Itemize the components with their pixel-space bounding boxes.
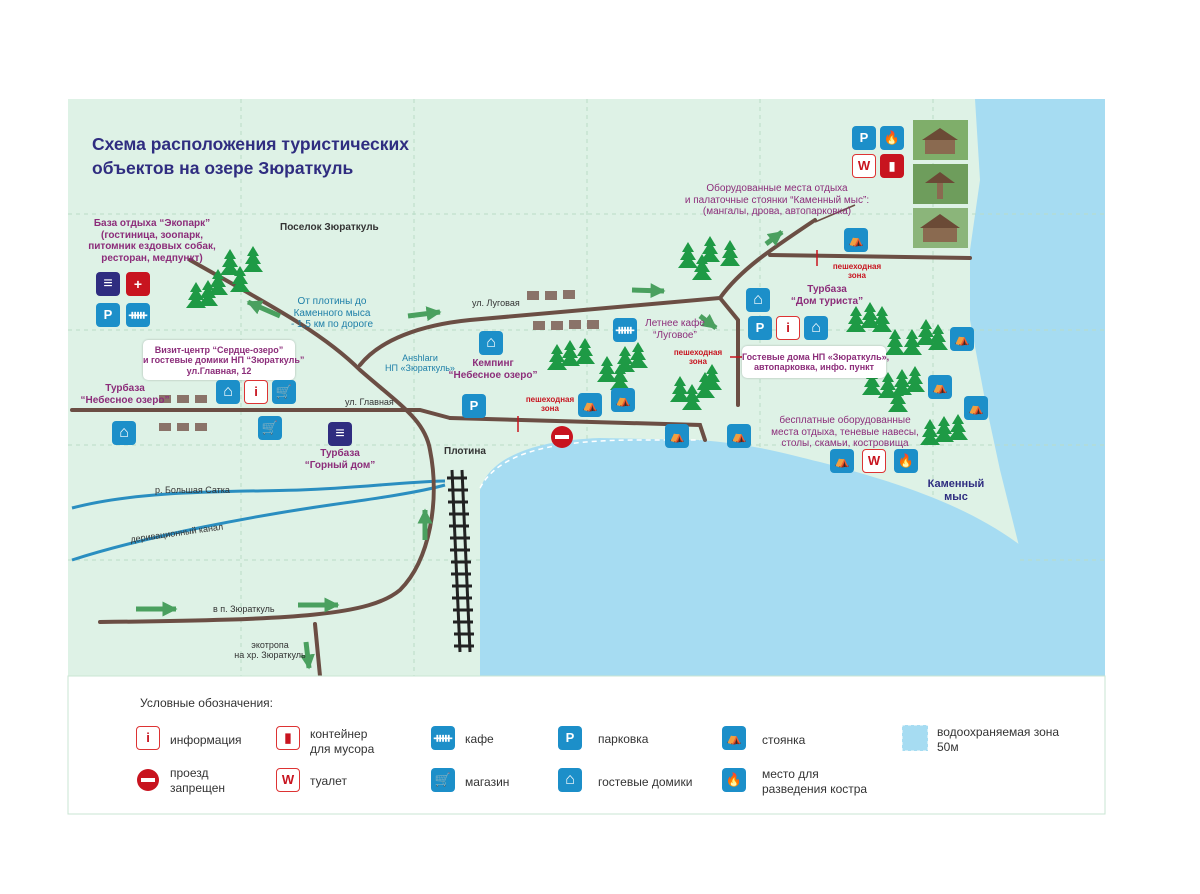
distance-note: От плотины до Каменного мыса - 1,5 км по… [290,296,374,330]
medical-cross-icon[interactable]: + [126,272,150,296]
turbaza-nebo-label: Турбаза “Небесное озеро” [80,383,170,406]
toilet-icon[interactable]: W [862,449,886,473]
direction-arrows [136,230,784,670]
campsite-icon[interactable]: ⛺ [844,228,868,252]
turbaza-dom-label: Турбаза “Дом туриста” [790,284,864,307]
derivation-canal [71,483,446,562]
turbaza-gorny-label: Турбаза “Горный дом” [304,448,376,471]
legend-water-zone-swatch [901,724,929,752]
guest-houses-label: Гостевые дома НП «Зюраткуль», автопарков… [742,352,890,373]
toilet-icon[interactable]: W [852,154,876,178]
kamenny-rest-label: Оборудованные места отдыха и палаточные … [684,183,870,217]
campsite-icon[interactable]: ⛺ [665,424,689,448]
pedestrian-zone-label: пешеходная зона [673,348,723,367]
legend-toilet-label: туалет [310,774,347,788]
campsite-icon[interactable]: ⛺ [928,375,952,399]
campsite-icon[interactable]: ⛺ [578,393,602,417]
legend-no-entry-label: проезд запрещен [170,766,226,795]
no-entry-icon[interactable] [551,426,573,448]
guest-house-icon[interactable]: ⌂ [216,380,240,404]
river-bolshaya-satka [71,479,446,510]
legend-no-entry-icon [137,769,159,791]
legend-guest-label: гостевые домики [598,775,693,789]
cafe-icon[interactable]: ᚔ [613,318,637,342]
letnee-cafe-label: Летнее кафе “Луговое” [645,318,705,341]
dam-label: Плотина [444,446,486,457]
hotel-icon[interactable]: ≡ [96,272,120,296]
legend-water-zone-label: водоохраняемая зона 50м [937,725,1060,754]
campsite-icon[interactable]: ⛺ [727,424,751,448]
to-village-label: в п. Зюраткуль [213,604,275,614]
visit-center-label: Визит-центр “Сердце-озеро” и гостевые до… [143,345,305,376]
info-icon[interactable]: i [244,380,268,404]
hotel-icon[interactable]: ≡ [328,422,352,446]
campsite-icon[interactable]: ⛺ [964,396,988,420]
info-icon[interactable]: i [776,316,800,340]
legend-fire-label: место для разведения костра [762,767,868,796]
guest-house-icon[interactable]: ⌂ [804,316,828,340]
legend-shop-label: магазин [465,775,510,789]
kamenny-mys-label: Каменный мыс [927,478,985,503]
campsite-icon[interactable]: ⛺ [611,388,635,412]
legend-info-icon: i [136,726,160,750]
dam [447,469,474,653]
buildings [159,290,599,431]
legend-parking-icon: P [558,726,582,750]
guest-house-icon[interactable]: ⌂ [479,331,503,355]
campsite-icon[interactable]: ⛺ [830,449,854,473]
pedestrian-zone-label: пешеходная зона [525,395,575,414]
parking-icon[interactable]: P [96,303,120,327]
guest-house-icon[interactable]: ⌂ [746,288,770,312]
river-satka-label: р. Большая Сатка [155,485,230,495]
legend-cafe-icon: ᚔ [431,726,455,750]
visit-center-box [143,340,295,380]
parking-icon[interactable]: P [852,126,876,150]
campsite-icon[interactable]: ⛺ [950,327,974,351]
shop-icon[interactable]: 🛒 [272,380,296,404]
legend-trash-icon: ▮ [276,726,300,750]
legend-frame [67,675,1106,815]
cafe-icon[interactable]: ᚔ [126,303,150,327]
map-title: Схема расположения туристических объекто… [92,134,410,178]
legend-toilet-icon: W [276,768,300,792]
legend-stoyanka-label: стоянка [762,733,806,747]
legend-guest-house-icon: ⌂ [558,768,582,792]
legend-container-label: контейнер для мусора [310,727,375,756]
photo-thumbnails [913,120,968,248]
legend-info-label: информация [170,733,242,747]
trash-container-icon[interactable]: ▮ [880,154,904,178]
street-glavnaya: ул. Главная [345,397,394,407]
pedestrian-zone-label: пешеходная зона [832,262,882,281]
legend-campsite-icon: ⛺ [722,726,746,750]
shop-icon[interactable]: 🛒 [258,416,282,440]
roads [70,218,972,678]
ecotrail-label: экотропа на хр. Зюраткуль [234,640,306,661]
legend-shop-icon: 🛒 [431,768,455,792]
free-rest-label: бесплатные оборудованные места отдыха, т… [771,415,919,449]
poselok-label: Поселок Зюраткуль [280,222,379,233]
lake-right [970,99,1105,676]
legend-parking-label: парковка [598,732,649,746]
campfire-icon[interactable]: 🔥 [894,449,918,473]
ekopark-label: База отдыха “Экопарк” (гостиница, зоопар… [88,218,216,264]
parking-icon[interactable]: P [462,394,486,418]
lake-main [480,438,1020,676]
campfire-icon[interactable]: 🔥 [880,126,904,150]
legend-title: Условные обозначения: [140,696,273,710]
guest-houses-box [742,346,886,378]
parking-icon[interactable]: P [748,316,772,340]
guest-house-icon[interactable]: ⌂ [112,421,136,445]
kemping-label: Кемпинг “Небесное озеро” [448,358,538,381]
anshlagi-label: Анshlаги НП «Зюраткуль» [385,353,455,374]
legend-campfire-icon: 🔥 [722,768,746,792]
street-lugovaya: ул. Луговая [472,298,520,308]
legend-cafe-label: кафе [465,732,494,746]
